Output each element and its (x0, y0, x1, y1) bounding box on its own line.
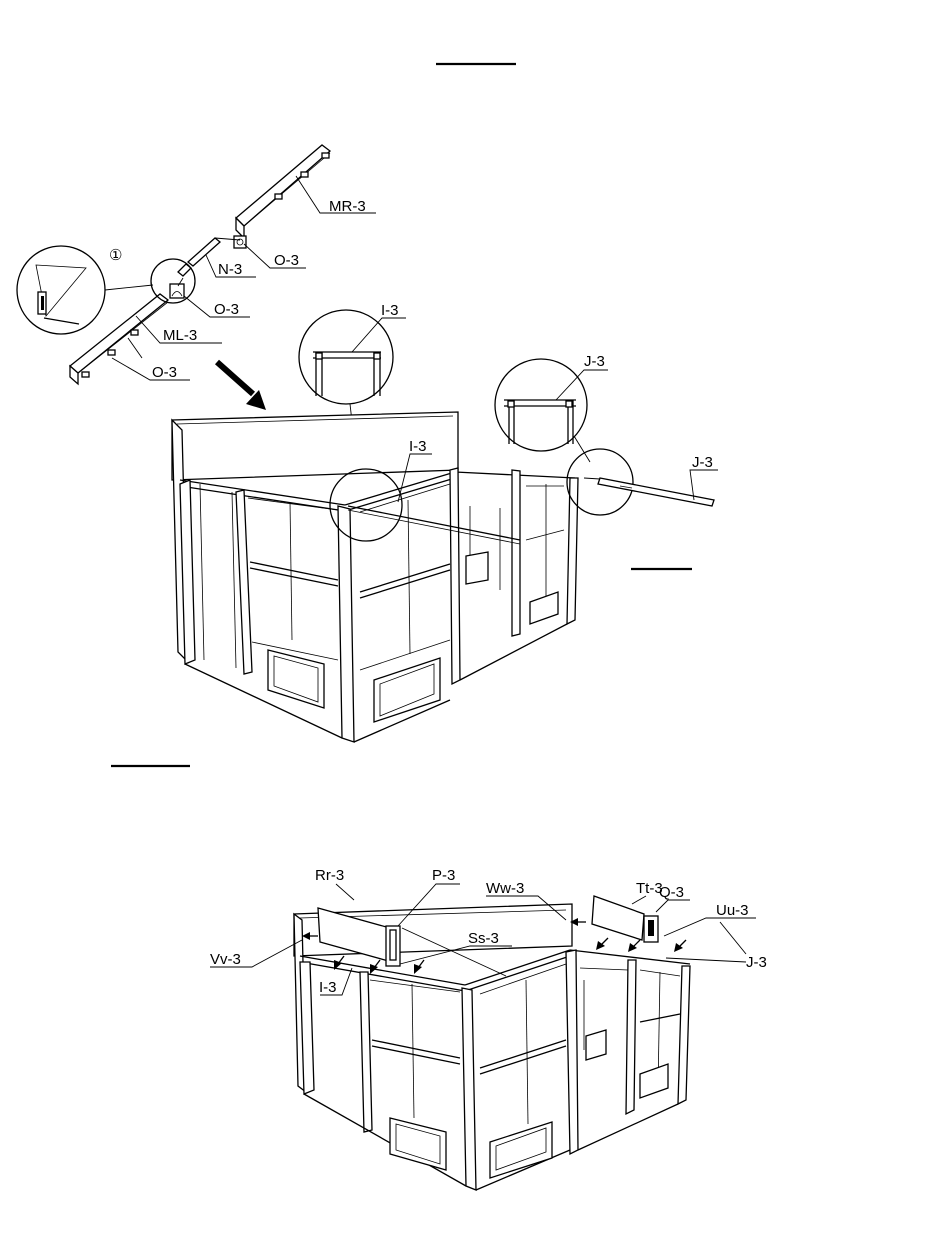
ss3-label: Ss-3 (468, 930, 499, 947)
j3-detail-label: J-3 (584, 353, 605, 370)
mr3-label: MR-3 (329, 198, 366, 215)
ml3-label: ML-3 (163, 327, 197, 344)
detail-marker-label: ① (109, 247, 122, 264)
o3-label-lower: O-3 (152, 364, 177, 381)
rr3-label: Rr-3 (315, 867, 344, 884)
ridge-beam-mr3 (236, 145, 330, 238)
beam-j3: J-3 (584, 454, 718, 506)
beam-j3-bottom: J-3 (666, 922, 767, 971)
n3-label: N-3 (218, 261, 242, 278)
p3-label: P-3 (432, 867, 455, 884)
beam-vv3: Vv-3 (210, 940, 302, 968)
q3-label: Q-3 (659, 884, 684, 901)
uu3-label: Uu-3 (716, 902, 749, 919)
i3-label: I-3 (409, 438, 427, 455)
vv3-label: Vv-3 (210, 951, 241, 968)
connector-o3-upper (234, 236, 246, 248)
detail-circle-i3: I-3 (299, 302, 406, 404)
o3-label-upper: O-3 (274, 252, 299, 269)
connector-o3-middle (170, 284, 184, 298)
connector-n3 (178, 238, 220, 276)
i3-bottom-label: I-3 (319, 979, 337, 996)
ww3-label: Ww-3 (486, 880, 524, 897)
assembly-arrow-icon (217, 362, 266, 410)
i3-detail-label: I-3 (381, 302, 399, 319)
o3-label-middle: O-3 (214, 301, 239, 318)
j3-bottom-label: J-3 (746, 954, 767, 971)
gazebo-structure-top (172, 412, 578, 742)
detail-circle-j3: J-3 (495, 353, 608, 451)
j3-label: J-3 (692, 454, 713, 471)
beam-i3-bottom: I-3 (319, 968, 352, 996)
beam-uu3: Uu-3 (664, 902, 756, 936)
